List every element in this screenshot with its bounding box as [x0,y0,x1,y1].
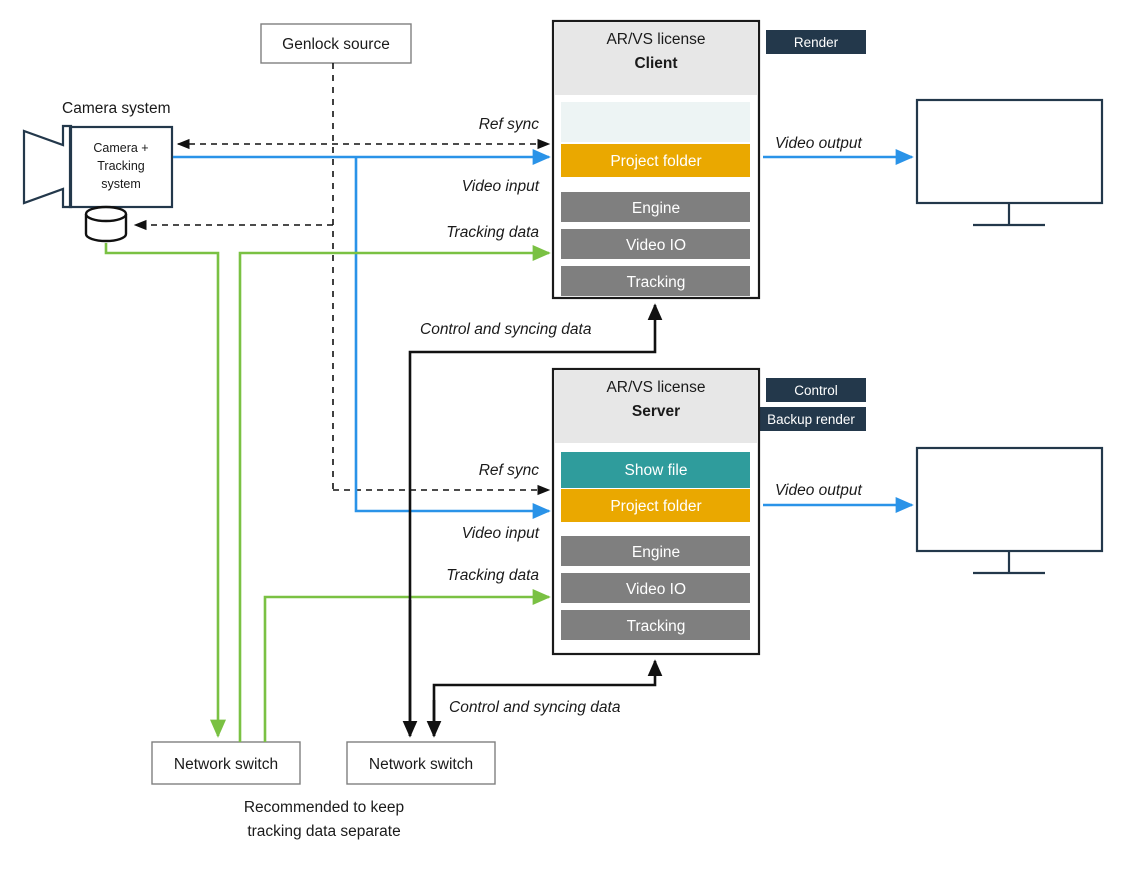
control-sync-server-label: Control and syncing data [449,699,621,716]
switch-note-line2: tracking data separate [247,823,400,840]
tracking-data-server-line [263,588,551,742]
camera-cone-icon [22,124,73,209]
server-box-group: AR/VS license Server Show file Project f… [551,367,761,656]
client-role-label: Client [634,55,677,72]
camera-system-label: Camera system [62,100,171,117]
server-row-tracking [561,610,750,640]
client-row-tracking [561,266,750,296]
camera-body-line1: Camera + [93,141,148,155]
client-row-video-io-label: Video IO [626,237,686,254]
client-row-tracking-label: Tracking [627,274,686,291]
client-row-engine-label: Engine [632,200,680,217]
badge-render [766,30,866,54]
badge-control-label: Control [794,383,838,398]
tracking-camera-to-switch-line [104,243,227,738]
video-output-client-label: Video output [775,135,862,152]
video-input-client-label: Video input [462,178,540,195]
server-row-project-folder [561,489,750,522]
badge-render-label: Render [794,35,839,50]
client-box-group: AR/VS license Client Project folder Engi… [551,19,761,300]
camera-body-line3: system [101,177,141,191]
switch-note-line1: Recommended to keep [244,799,404,816]
video-input-server-line [354,157,551,520]
network-switch-tracking-box [151,741,301,785]
server-row-video-io [561,573,750,603]
server-row-project-folder-label: Project folder [610,498,701,515]
tracking-data-server-label: Tracking data [446,567,539,584]
camera-lens-icon [84,205,128,243]
monitor-server-stand [973,551,1045,575]
monitor-client-screen [915,98,1104,205]
control-sync-client-label: Control and syncing data [420,321,592,338]
server-row-show-file-label: Show file [625,462,688,479]
tracking-data-client-label: Tracking data [446,224,539,241]
network-switch-tracking-group: Network switch [151,741,301,785]
badge-backup-render [757,407,866,431]
server-row-video-io-label: Video IO [626,581,686,598]
camera-body-line2: Tracking [97,159,145,173]
server-badges-group: Control Backup render [757,378,866,431]
genlock-source-box [260,23,412,64]
server-row-engine [561,536,750,566]
badge-control [766,378,866,402]
camera-system-group: Camera system Camera + Tracking system [22,100,174,243]
ref-sync-server-label: Ref sync [479,462,540,479]
client-row-video-io [561,229,750,259]
monitor-client-group [915,98,1104,227]
client-row-project-folder [561,144,750,177]
server-header-band [555,371,757,443]
monitor-server-group [915,446,1104,575]
monitor-server-screen [915,446,1104,553]
badge-backup-render-label: Backup render [767,412,855,427]
server-role-label: Server [632,403,680,420]
network-switch-control-label: Network switch [369,756,473,773]
client-badges-group: Render [766,30,866,54]
video-input-server-label: Video input [462,525,540,542]
server-row-engine-label: Engine [632,544,680,561]
server-row-tracking-label: Tracking [627,618,686,635]
control-sync-client-line [408,303,663,736]
genlock-source-group: Genlock source [260,23,412,490]
client-license-label: AR/VS license [606,31,705,48]
network-switch-control-box [346,741,496,785]
client-row-project-folder-label: Project folder [610,153,701,170]
server-row-show-file [561,452,750,488]
client-row-engine [561,192,750,222]
camera-body-box [68,125,174,209]
client-header-band [555,23,757,95]
tracking-data-client-line [238,244,551,742]
monitor-client-stand [973,203,1045,227]
server-license-label: AR/VS license [606,379,705,396]
client-row-empty-slot [561,102,750,142]
genlock-source-label: Genlock source [282,36,390,53]
network-switch-control-group: Network switch [346,741,496,785]
camera-lens-top-arc [84,213,128,223]
video-output-server-label: Video output [775,482,862,499]
ref-sync-client-label: Ref sync [479,116,540,133]
network-switch-tracking-label: Network switch [174,756,278,773]
